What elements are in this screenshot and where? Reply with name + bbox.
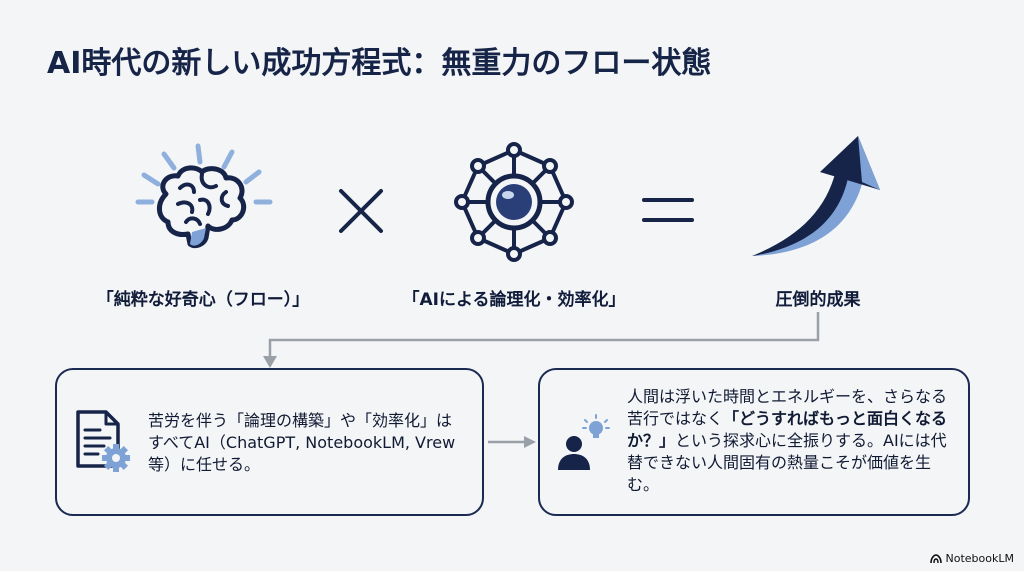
human-curiosity-box	[538, 368, 970, 516]
human-curiosity-text: 人間は浮いた時間とエネルギーを、さらなる苦行ではなく「どうすればもっと面白くなる…	[627, 386, 949, 496]
delegate-to-ai-box	[55, 368, 484, 516]
network-hub-icon	[454, 142, 574, 262]
multiply-icon	[339, 189, 383, 233]
page-title: AI時代の新しい成功方程式：無重力のフロー状態	[47, 46, 712, 81]
term-label-ai-logic: 「AIによる論理化・効率化」	[402, 290, 626, 310]
document-gear-icon	[76, 410, 130, 472]
box-arrow	[488, 436, 536, 448]
human-curiosity-text-emphasis: 「どうすればもっと面白くなるか？」	[627, 409, 948, 450]
rising-arrow-icon	[752, 136, 880, 256]
brain-icon	[135, 143, 273, 249]
delegate-to-ai-text: 苦労を伴う「論理の構築」や「効率化」はすべてAI（ChatGPT, Notebo…	[148, 411, 456, 474]
term-label-curiosity: 「純粋な好奇心（フロー）」	[96, 290, 310, 310]
watermark-label: NotebookLM	[945, 552, 1014, 565]
notebooklm-watermark: NotebookLM	[929, 552, 1014, 565]
human-curiosity-text-after: という探求心に全振りする。AIには代替できない人間固有の熱量こそが価値を生む。	[627, 431, 947, 494]
notebooklm-logo-icon	[929, 553, 942, 563]
feedback-connector	[263, 312, 820, 368]
term-label-outcome: 圧倒的成果	[775, 290, 861, 310]
human-curiosity-text-before: 人間は浮いた時間とエネルギーを、さらなる苦行ではなく	[627, 387, 948, 428]
person-lightbulb-icon	[558, 414, 610, 470]
equals-icon	[642, 198, 694, 222]
